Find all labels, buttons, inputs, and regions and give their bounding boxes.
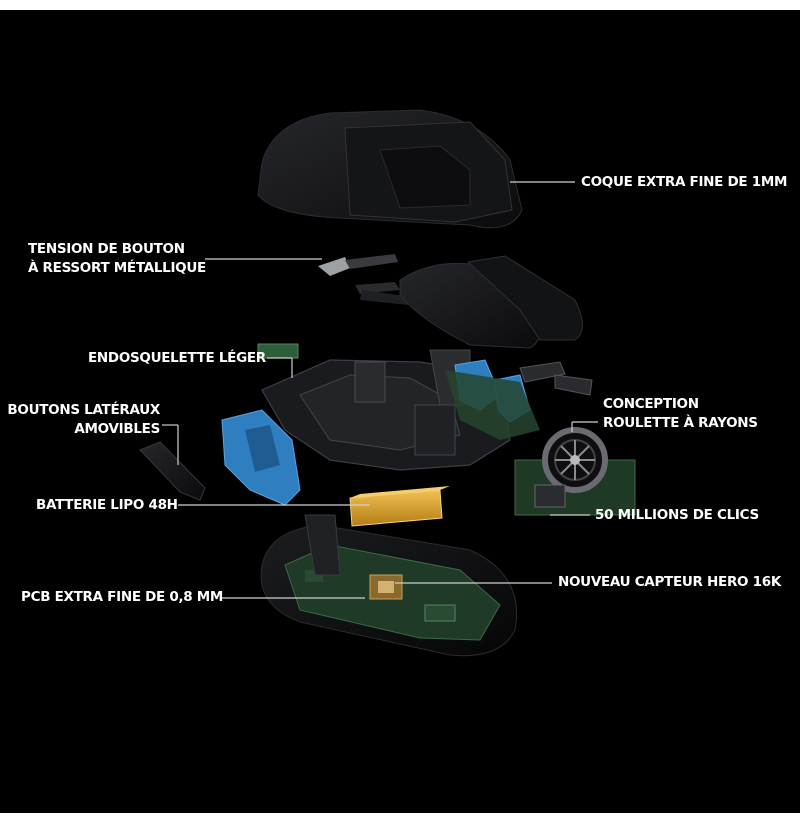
label-side-line-1: BOUTONS LATÉRAUX (7, 402, 160, 418)
callout-lines (162, 181, 598, 599)
switch-pieces (519, 361, 593, 396)
label-side-buttons: BOUTONS LATÉRAUX AMOVIBLES (6, 401, 160, 439)
label-battery: BATTERIE LIPO 48H (36, 497, 178, 513)
label-side-line-2: AMOVIBLES (74, 421, 160, 437)
label-clicks: 50 MILLIONS DE CLICS (595, 507, 759, 523)
label-pcb: PCB EXTRA FINE DE 0,8 MM (21, 589, 224, 605)
exploded-mouse-diagram: COQUE EXTRA FINE DE 1MM TENSION DE BOUTO… (0, 10, 800, 813)
removable-side-buttons (139, 441, 206, 501)
label-wheel-design: CONCEPTION ROULETTE À RAYONS (603, 395, 758, 433)
top-shell (257, 109, 523, 229)
label-shell: COQUE EXTRA FINE DE 1MM (581, 174, 788, 190)
label-spring-line-1: TENSION DE BOUTON (28, 241, 185, 257)
label-wheel-line-2: ROULETTE À RAYONS (603, 415, 758, 431)
lipo-battery (349, 486, 450, 527)
blue-side-parts (221, 359, 540, 506)
label-wheel-line-1: CONCEPTION (603, 396, 699, 412)
support-post (304, 514, 341, 576)
label-endoskeleton: ENDOSQUELETTE LÉGER (88, 350, 266, 366)
button-plates (399, 255, 583, 349)
label-spring-tension: TENSION DE BOUTON À RESSORT MÉTALLIQUE (28, 240, 206, 278)
mouse-parts-illustration (139, 109, 636, 657)
endoskeleton (261, 349, 511, 471)
label-spring-line-2: À RESSORT MÉTALLIQUE (28, 260, 206, 276)
label-sensor: NOUVEAU CAPTEUR HERO 16K (558, 574, 781, 590)
spring-tension-part (318, 254, 420, 306)
scroll-wheel (514, 427, 636, 516)
